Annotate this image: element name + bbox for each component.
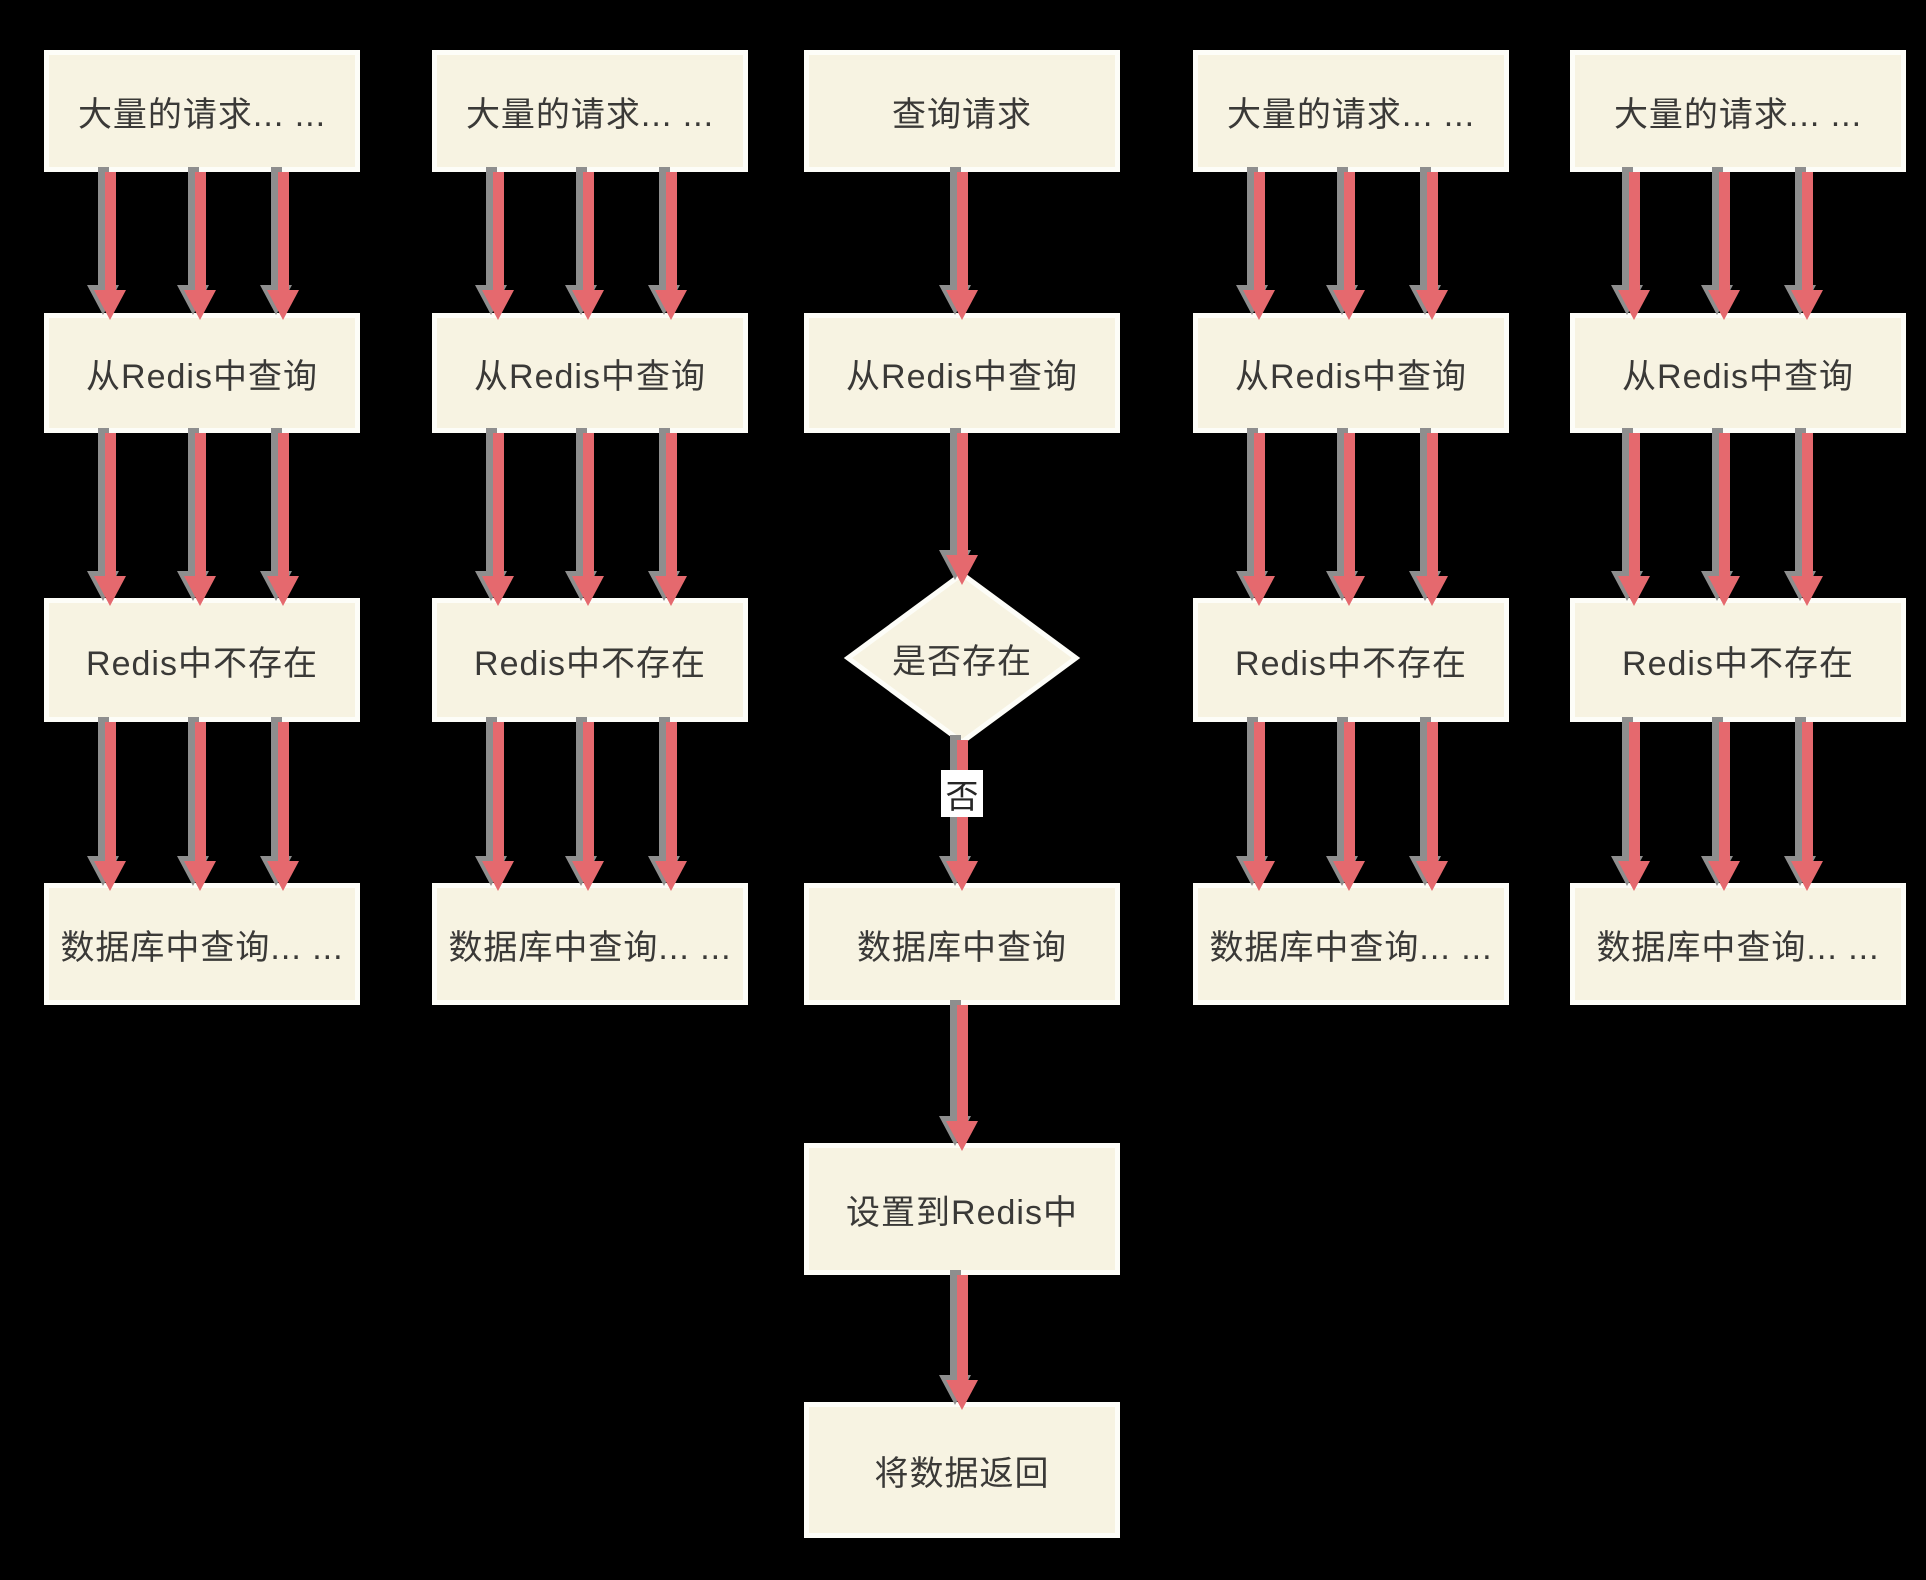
down-arrow	[482, 433, 514, 606]
node-label: 从Redis中查询	[846, 357, 1078, 396]
down-arrow	[1618, 722, 1650, 891]
down-arrow	[946, 1005, 978, 1151]
node-not-in-redis-4: Redis中不存在	[1570, 598, 1906, 722]
down-arrow	[572, 433, 604, 606]
down-arrow	[1708, 433, 1740, 606]
decision-diamond: 是否存在	[840, 566, 1084, 750]
down-arrow	[94, 172, 126, 320]
branch-label-no: 否	[941, 770, 983, 817]
node-query-request: 查询请求	[804, 50, 1120, 172]
down-arrow	[482, 722, 514, 891]
node-mass-requests-1: 大量的请求... ...	[44, 50, 360, 172]
decision-label: 是否存在	[892, 642, 1032, 681]
down-arrow	[572, 172, 604, 320]
down-arrow	[1243, 172, 1275, 320]
node-query-from-redis-3: 从Redis中查询	[1193, 313, 1509, 433]
down-arrow	[655, 722, 687, 891]
down-arrow	[1708, 172, 1740, 320]
down-arrow	[1333, 722, 1365, 891]
node-mass-requests-3: 大量的请求... ...	[1193, 50, 1509, 172]
down-arrow	[1791, 722, 1823, 891]
node-mass-requests-2: 大量的请求... ...	[432, 50, 748, 172]
node-label: 数据库中查询... ...	[60, 928, 344, 967]
node-label: 数据库中查询... ...	[448, 928, 732, 967]
down-arrow	[1791, 433, 1823, 606]
node-label: Redis中不存在	[1235, 644, 1467, 683]
node-query-database-3: 数据库中查询... ...	[1193, 883, 1509, 1005]
down-arrow	[482, 172, 514, 320]
down-arrow	[1243, 722, 1275, 891]
down-arrow	[184, 433, 216, 606]
node-query-database-1: 数据库中查询... ...	[44, 883, 360, 1005]
node-return-data: 将数据返回	[804, 1402, 1120, 1538]
node-query-from-redis-4: 从Redis中查询	[1570, 313, 1906, 433]
node-mass-requests-4: 大量的请求... ...	[1570, 50, 1906, 172]
node-not-in-redis-1: Redis中不存在	[44, 598, 360, 722]
down-arrow	[1416, 172, 1448, 320]
down-arrow	[184, 722, 216, 891]
node-label: 将数据返回	[874, 1454, 1050, 1493]
node-label: 从Redis中查询	[1235, 357, 1467, 396]
down-arrow	[946, 172, 978, 320]
node-query-database-4: 数据库中查询... ...	[1570, 883, 1906, 1005]
node-label: Redis中不存在	[474, 644, 706, 683]
node-query-database-center: 数据库中查询	[804, 883, 1120, 1005]
down-arrow	[267, 722, 299, 891]
node-label: 数据库中查询... ...	[1209, 928, 1493, 967]
down-arrow	[655, 172, 687, 320]
down-arrow	[1243, 433, 1275, 606]
node-label: 大量的请求... ...	[465, 95, 715, 134]
node-label: 查询请求	[892, 95, 1032, 134]
node-query-from-redis-center: 从Redis中查询	[804, 313, 1120, 433]
down-arrow	[655, 433, 687, 606]
down-arrow	[1333, 172, 1365, 320]
node-query-from-redis-1: 从Redis中查询	[44, 313, 360, 433]
down-arrow	[1708, 722, 1740, 891]
down-arrow	[1618, 172, 1650, 320]
down-arrow	[94, 433, 126, 606]
branch-label-text: 否	[945, 777, 979, 815]
node-query-from-redis-2: 从Redis中查询	[432, 313, 748, 433]
down-arrow	[572, 722, 604, 891]
node-label: 大量的请求... ...	[77, 95, 327, 134]
down-arrow	[1618, 433, 1650, 606]
node-label: Redis中不存在	[86, 644, 318, 683]
down-arrow	[267, 172, 299, 320]
node-label: Redis中不存在	[1622, 644, 1854, 683]
down-arrow	[94, 722, 126, 891]
down-arrow	[1791, 172, 1823, 320]
node-query-database-2: 数据库中查询... ...	[432, 883, 748, 1005]
down-arrow	[267, 433, 299, 606]
node-label: 设置到Redis中	[846, 1193, 1078, 1232]
node-label: 大量的请求... ...	[1613, 95, 1863, 134]
node-label: 从Redis中查询	[474, 357, 706, 396]
node-label: 从Redis中查询	[86, 357, 318, 396]
down-arrow	[946, 433, 978, 585]
down-arrow	[1416, 722, 1448, 891]
down-arrow	[1333, 433, 1365, 606]
node-label: 数据库中查询	[857, 928, 1067, 967]
node-set-to-redis: 设置到Redis中	[804, 1143, 1120, 1275]
down-arrow	[946, 1275, 978, 1410]
node-label: 从Redis中查询	[1622, 357, 1854, 396]
node-not-in-redis-2: Redis中不存在	[432, 598, 748, 722]
node-label: 大量的请求... ...	[1226, 95, 1476, 134]
down-arrow	[1416, 433, 1448, 606]
node-not-in-redis-3: Redis中不存在	[1193, 598, 1509, 722]
node-label: 数据库中查询... ...	[1596, 928, 1880, 967]
down-arrow	[184, 172, 216, 320]
